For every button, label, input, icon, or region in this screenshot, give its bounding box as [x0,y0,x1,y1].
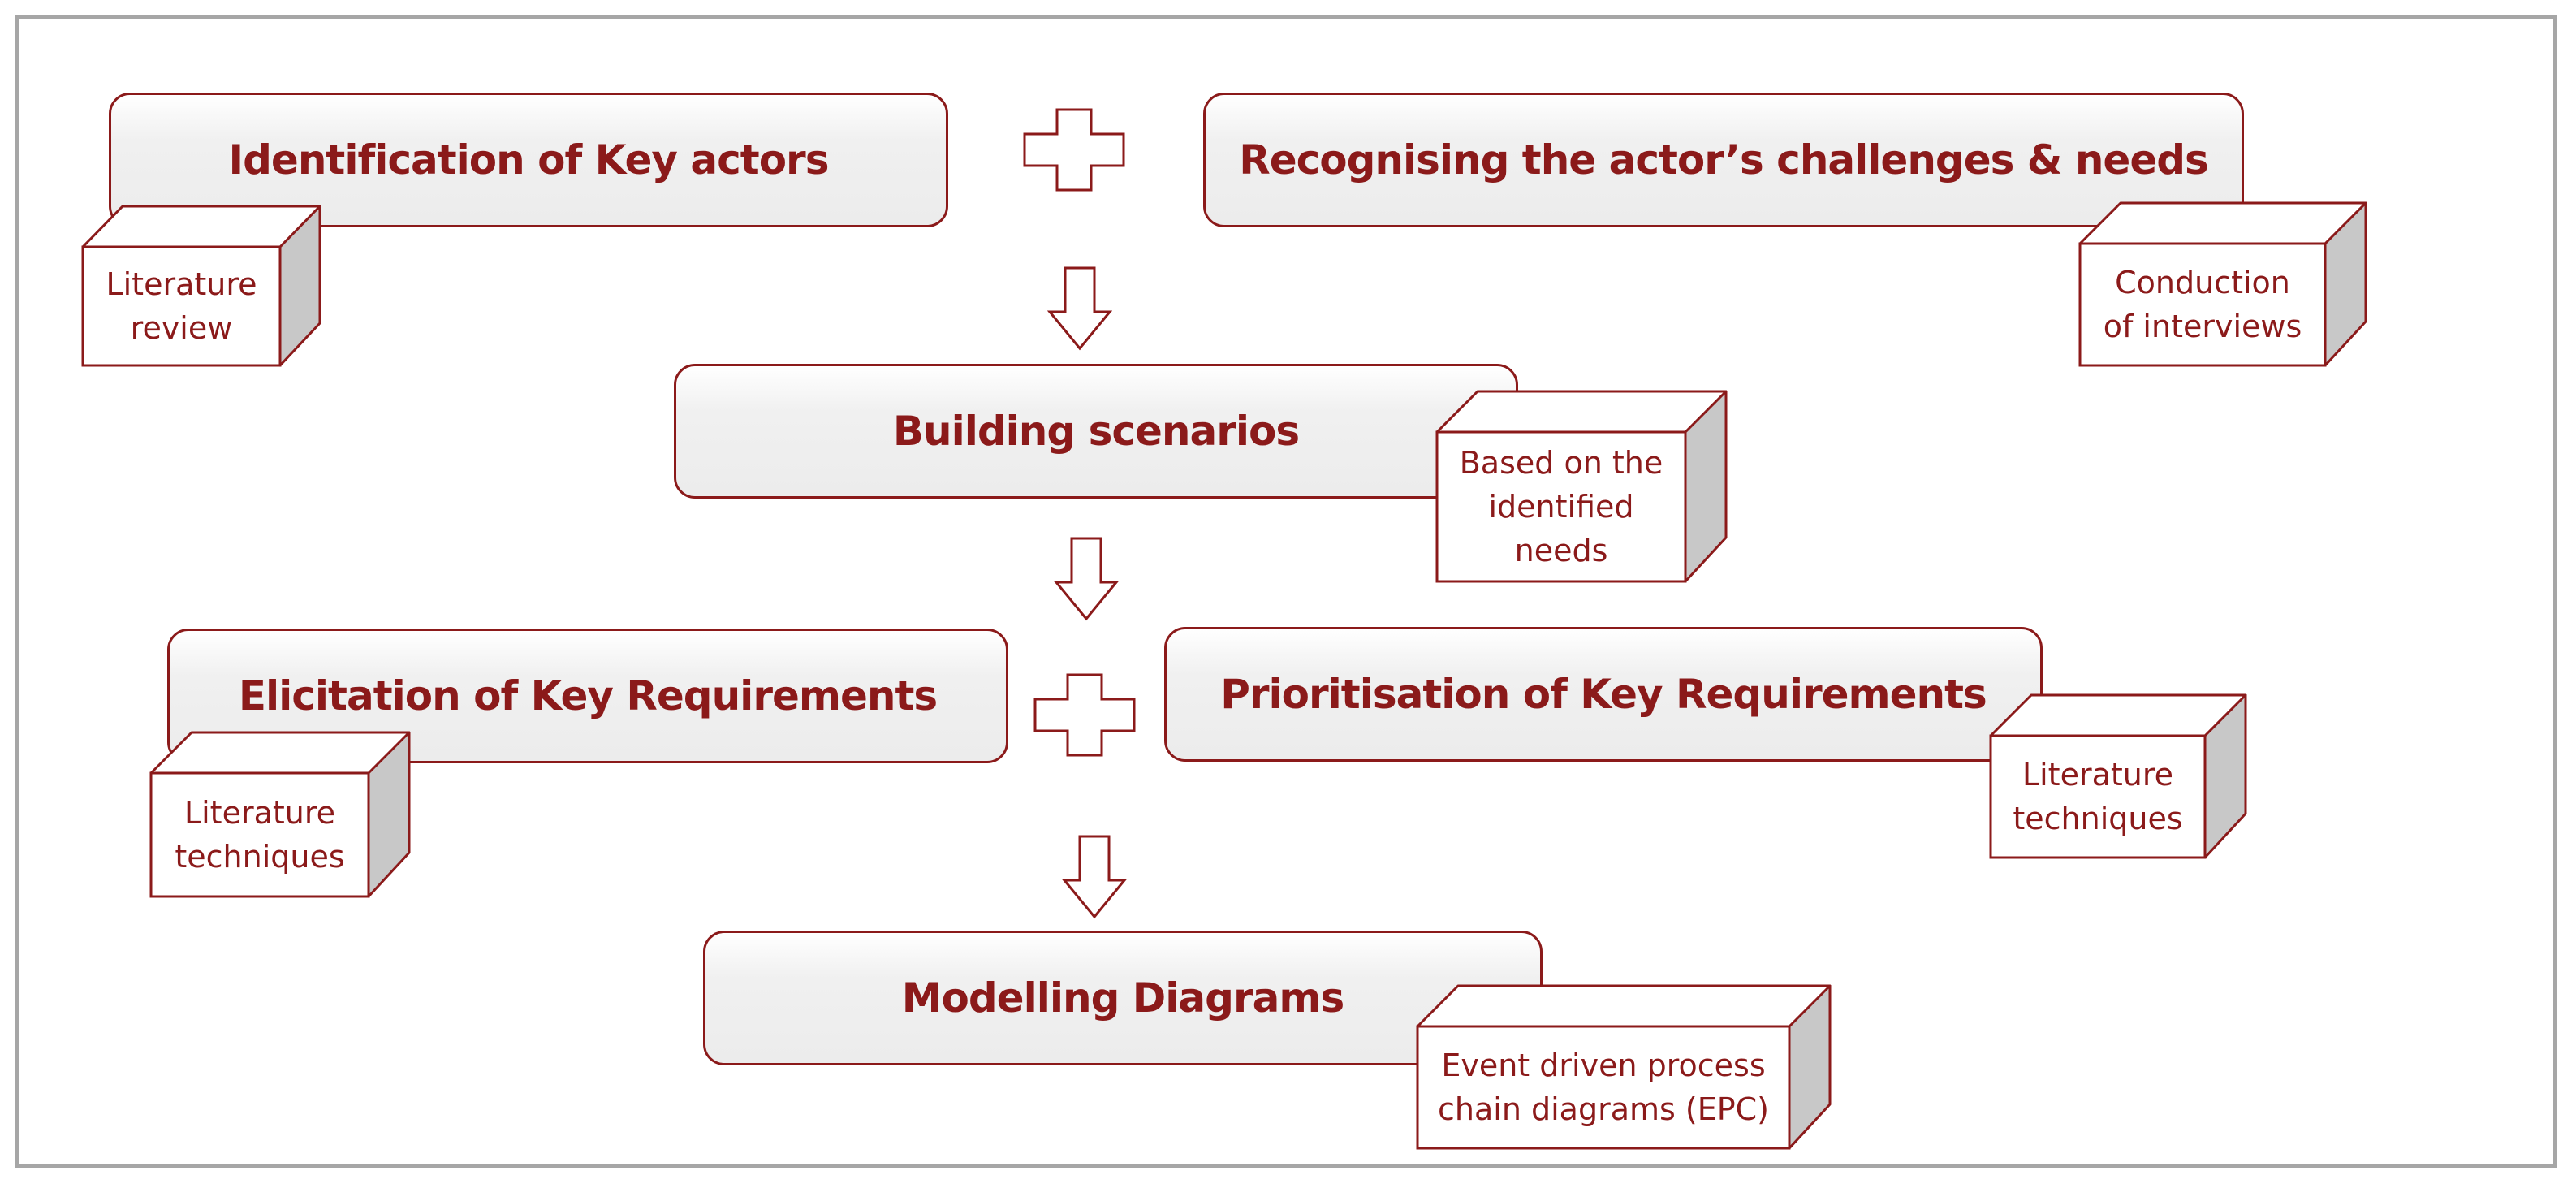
method-text-line: needs [1514,533,1608,568]
step-building-scenarios: Building scenarios [674,364,1518,499]
method-based-on-identified-needs: Based on the identified needs [1435,390,1728,585]
method-text-line: Based on the [1459,445,1663,481]
step-recognising-actor-challenges: Recognising the actor’s challenges & nee… [1203,93,2244,227]
down-arrow-icon [1054,537,1119,621]
method-text-line: Event driven process [1441,1048,1766,1083]
step-modelling-diagrams: Modelling Diagrams [703,931,1543,1065]
method-text-line: techniques [2013,801,2183,836]
method-text-line: Literature [106,266,257,302]
method-text-line: techniques [175,839,345,875]
method-text-line: Literature [183,795,336,831]
method-elicitation-literature-techniques: Literature techniques [149,731,411,900]
method-text-line: chain diagrams (EPC) [1438,1091,1769,1127]
method-text-line: Conduction [2115,265,2290,300]
method-literature-review: Literature review [81,205,321,369]
plus-icon [1023,108,1125,192]
step-prioritisation-of-key-requirements: Prioritisation of Key Requirements [1164,627,2043,762]
down-arrow-icon [1047,266,1112,351]
step-elicitation-of-key-requirements: Elicitation of Key Requirements [167,629,1008,763]
method-text-line: of interviews [2103,309,2302,344]
method-prioritisation-literature-techniques: Literature techniques [1989,693,2247,861]
method-conduction-of-interviews: Conduction of interviews [2078,201,2367,369]
method-text-line: Literature [2022,757,2174,793]
method-text-line: identified [1488,489,1634,525]
method-text-line: review [130,310,233,346]
down-arrow-icon [1062,835,1127,919]
step-identification-of-key-actors: Identification of Key actors [109,93,948,227]
plus-icon [1033,673,1136,757]
method-event-driven-process-chain: Event driven process chain diagrams (EPC… [1416,984,1832,1151]
